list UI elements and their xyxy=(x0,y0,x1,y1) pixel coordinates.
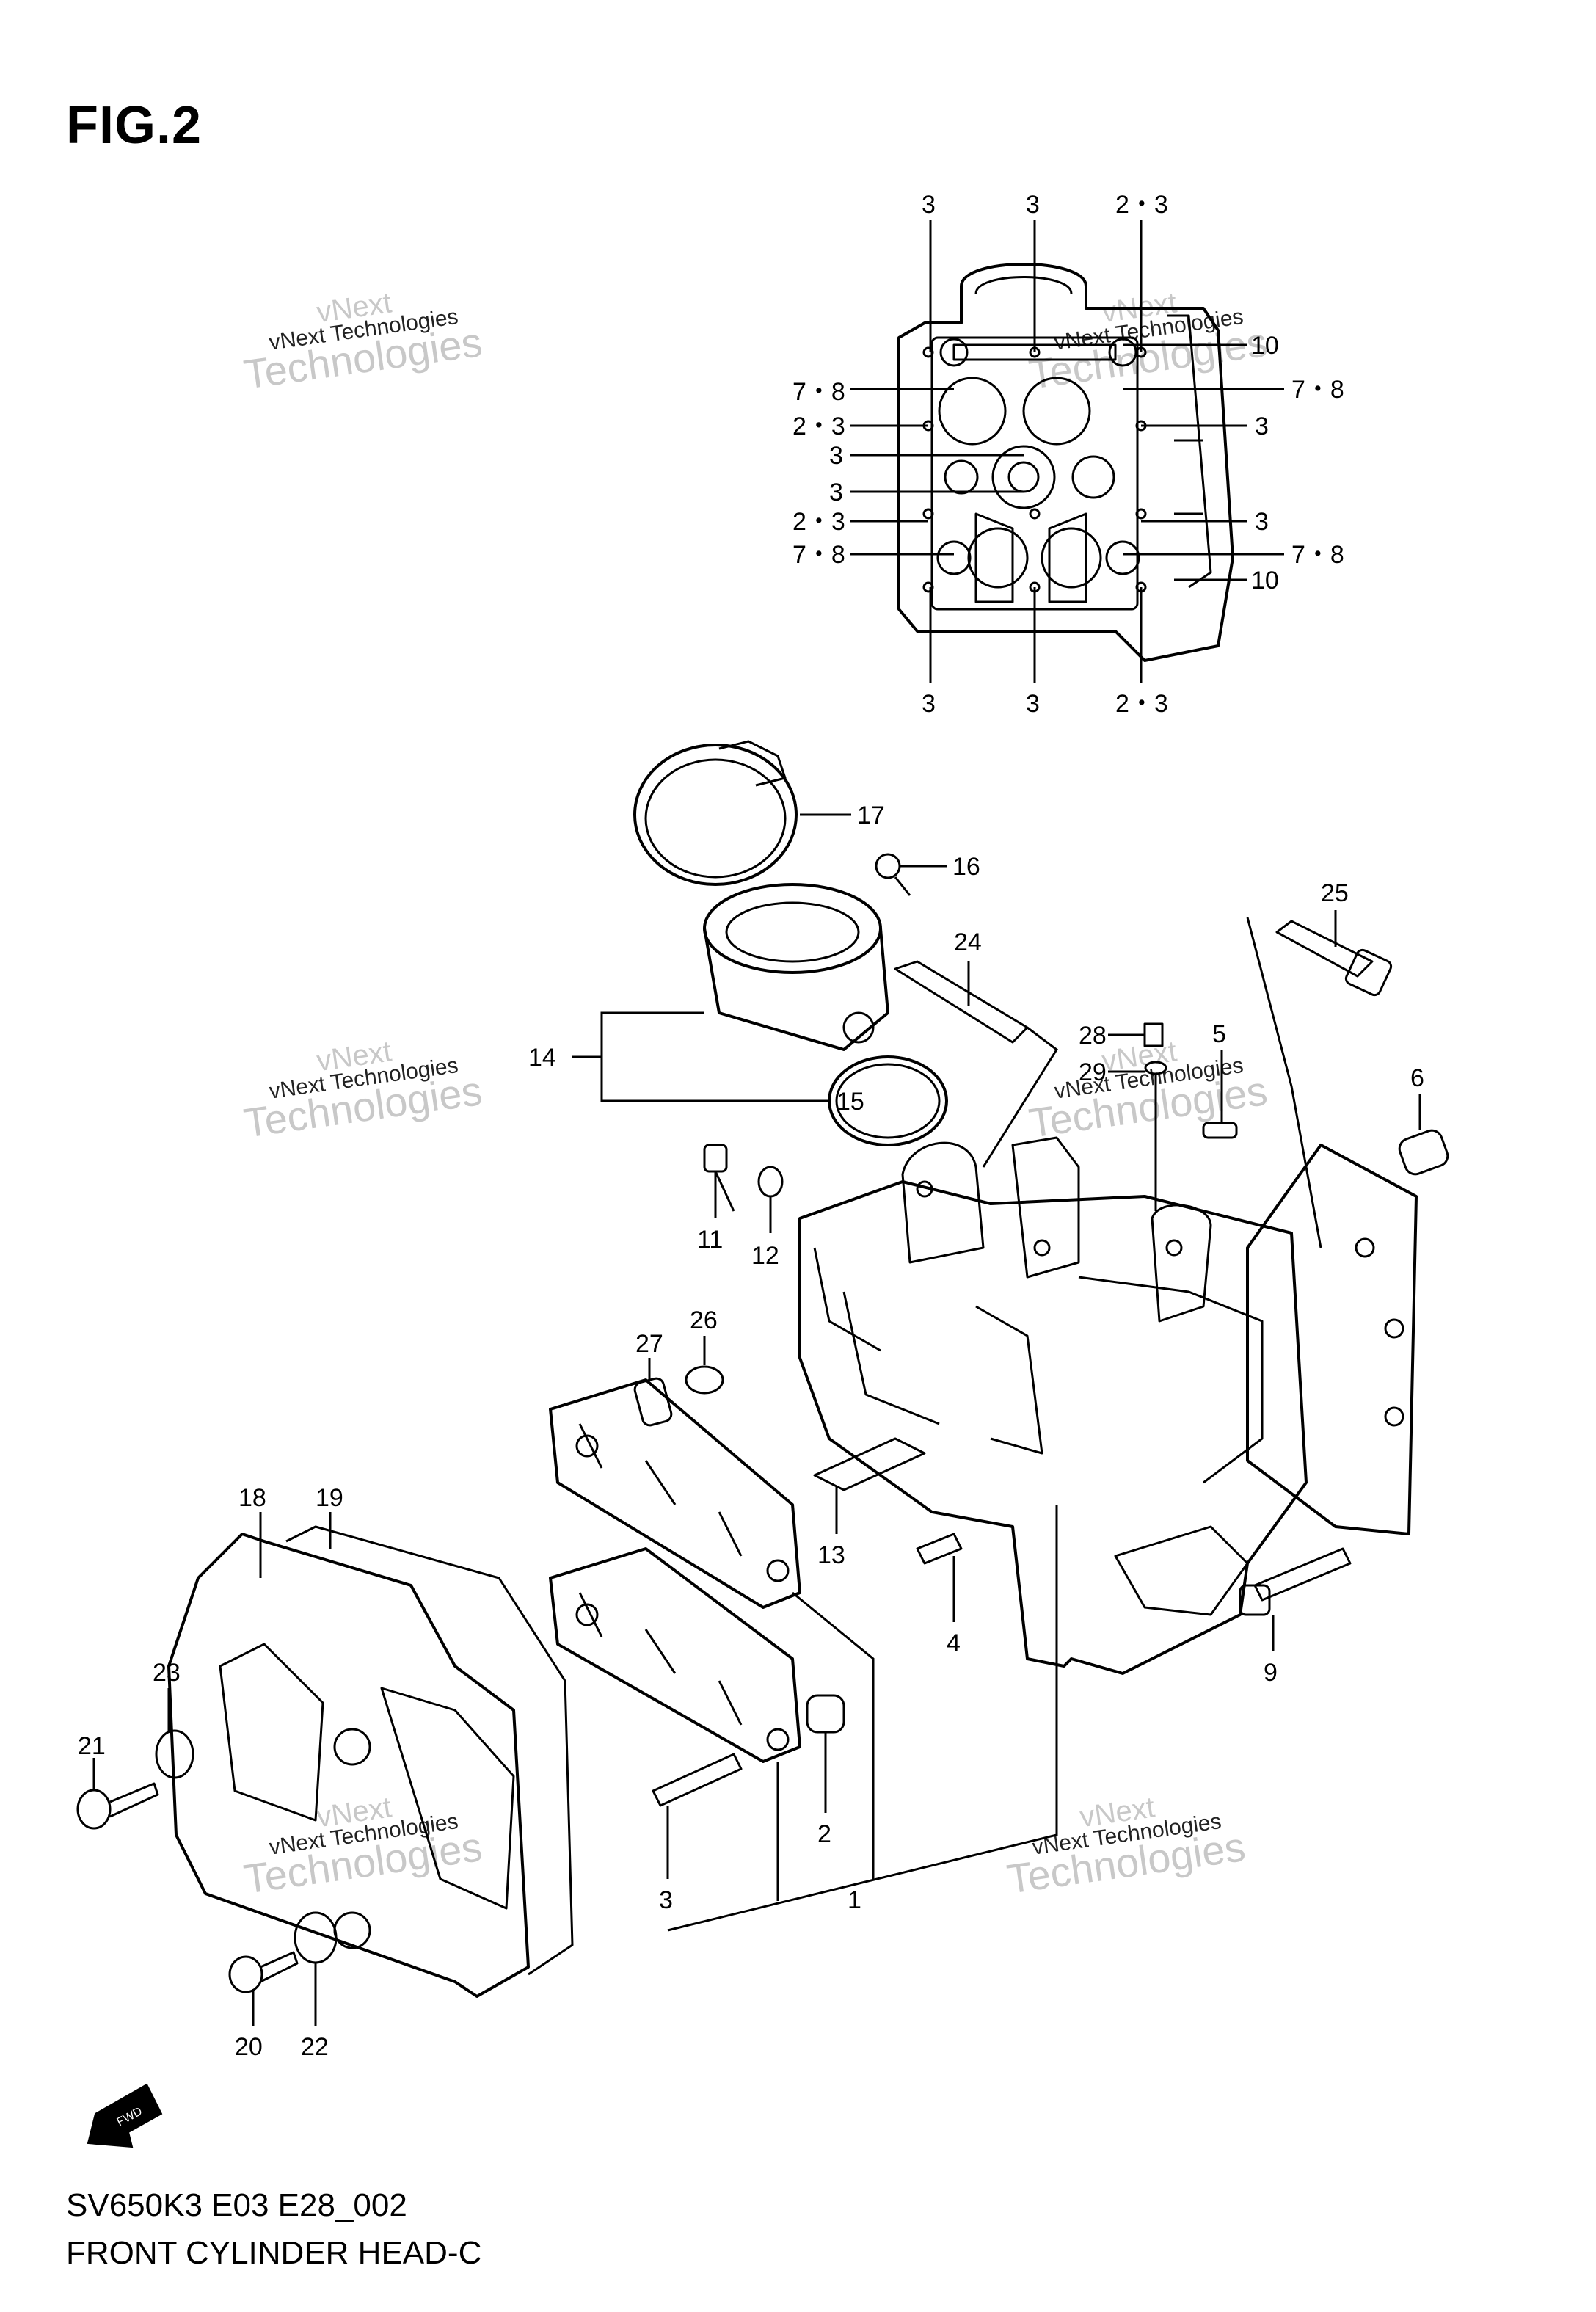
callout: 3 xyxy=(1026,690,1040,718)
callout: 6 xyxy=(1410,1064,1424,1092)
callout: 16 xyxy=(952,853,980,881)
spark-plug-13 xyxy=(813,1437,926,1534)
callout: 3 xyxy=(922,690,936,718)
callout: 2・3 xyxy=(792,412,845,440)
bolt-11 xyxy=(703,1144,735,1218)
callout: 2・3 xyxy=(792,508,845,536)
callout: 2 xyxy=(817,1820,831,1848)
head-cover-18 xyxy=(167,1512,530,1998)
callout: 7・8 xyxy=(1291,541,1344,569)
plug-28 xyxy=(1108,1022,1167,1211)
callout: 14 xyxy=(528,1044,556,1072)
dowel-27 xyxy=(633,1358,673,1427)
callout: 22 xyxy=(301,2033,329,2061)
callout: 19 xyxy=(316,1484,343,1512)
callout: 12 xyxy=(751,1242,779,1270)
callout: 3 xyxy=(922,191,936,219)
callout: 3 xyxy=(829,442,843,470)
callout: 28 xyxy=(1079,1022,1107,1050)
callout: 3 xyxy=(1026,191,1040,219)
washer-26 xyxy=(685,1336,724,1395)
cylinder-head-top-view xyxy=(897,263,1234,662)
bolt-21 xyxy=(76,1758,159,1830)
dowel-6 xyxy=(1398,1094,1449,1176)
callout: 24 xyxy=(954,928,982,956)
callout: 23 xyxy=(153,1659,181,1687)
gasket-5 xyxy=(1202,1050,1238,1139)
callout: 2・3 xyxy=(1115,191,1168,219)
callout: 1 xyxy=(848,1886,861,1914)
bolt-25 xyxy=(1246,910,1393,1248)
figure-title: FIG.2 xyxy=(66,96,203,155)
bolt-20 xyxy=(228,1951,299,2026)
callout: 4 xyxy=(947,1629,961,1657)
callout: 13 xyxy=(817,1541,845,1569)
callout: 3 xyxy=(1255,412,1269,440)
bolt-3 xyxy=(652,1753,743,1879)
screw-16 xyxy=(875,853,947,896)
callout: 7・8 xyxy=(792,541,845,569)
grommet-23 xyxy=(155,1688,194,1779)
cover-gasket-19 xyxy=(285,1512,574,1976)
top-view-leaders xyxy=(850,220,1284,683)
head-gasket xyxy=(1246,1144,1418,1535)
callout: 15 xyxy=(837,1088,864,1116)
cylinder-head-1 xyxy=(798,1136,1308,1675)
callout: 29 xyxy=(1079,1058,1107,1086)
callout: 21 xyxy=(78,1732,106,1760)
callout: 11 xyxy=(697,1226,723,1254)
bolt-9 xyxy=(1239,1547,1352,1651)
callout: 20 xyxy=(235,2033,263,2061)
callout: 26 xyxy=(690,1306,718,1334)
callout: 9 xyxy=(1264,1659,1278,1687)
fwd-arrow-icon: FWD xyxy=(87,2083,163,2148)
figure-code: SV650K3 E03 E28_002 xyxy=(66,2187,407,2223)
callout: 5 xyxy=(1212,1020,1226,1048)
camshaft-holder-lower xyxy=(549,1547,801,1763)
washer-22 xyxy=(294,1911,338,2026)
callout: 7・8 xyxy=(1291,376,1344,404)
bolt-24 xyxy=(894,960,1059,1168)
callout: 10 xyxy=(1251,567,1279,595)
callout: 27 xyxy=(635,1330,663,1358)
callout: 2・3 xyxy=(1115,690,1168,718)
intake-pipe-14 xyxy=(703,883,889,1051)
callout: 3 xyxy=(829,479,843,506)
clamp-17 xyxy=(633,740,851,886)
stud-4 xyxy=(916,1533,963,1622)
callout: 17 xyxy=(857,801,885,829)
figure-name: FRONT CYLINDER HEAD-C xyxy=(66,2235,482,2271)
callout: 3 xyxy=(1255,508,1269,536)
dowel-2 xyxy=(806,1694,845,1813)
camshaft-holder-upper xyxy=(549,1378,801,1609)
callout: 10 xyxy=(1251,332,1279,360)
callout: 25 xyxy=(1321,879,1349,907)
washer-12 xyxy=(757,1166,784,1233)
callout: 3 xyxy=(659,1886,673,1914)
callout-labels: 3 3 2・3 7・8 2・3 3 3 2・3 7・8 10 7・8 3 3 7… xyxy=(78,191,1424,2061)
callout: 7・8 xyxy=(792,378,845,406)
callout: 18 xyxy=(238,1484,266,1512)
